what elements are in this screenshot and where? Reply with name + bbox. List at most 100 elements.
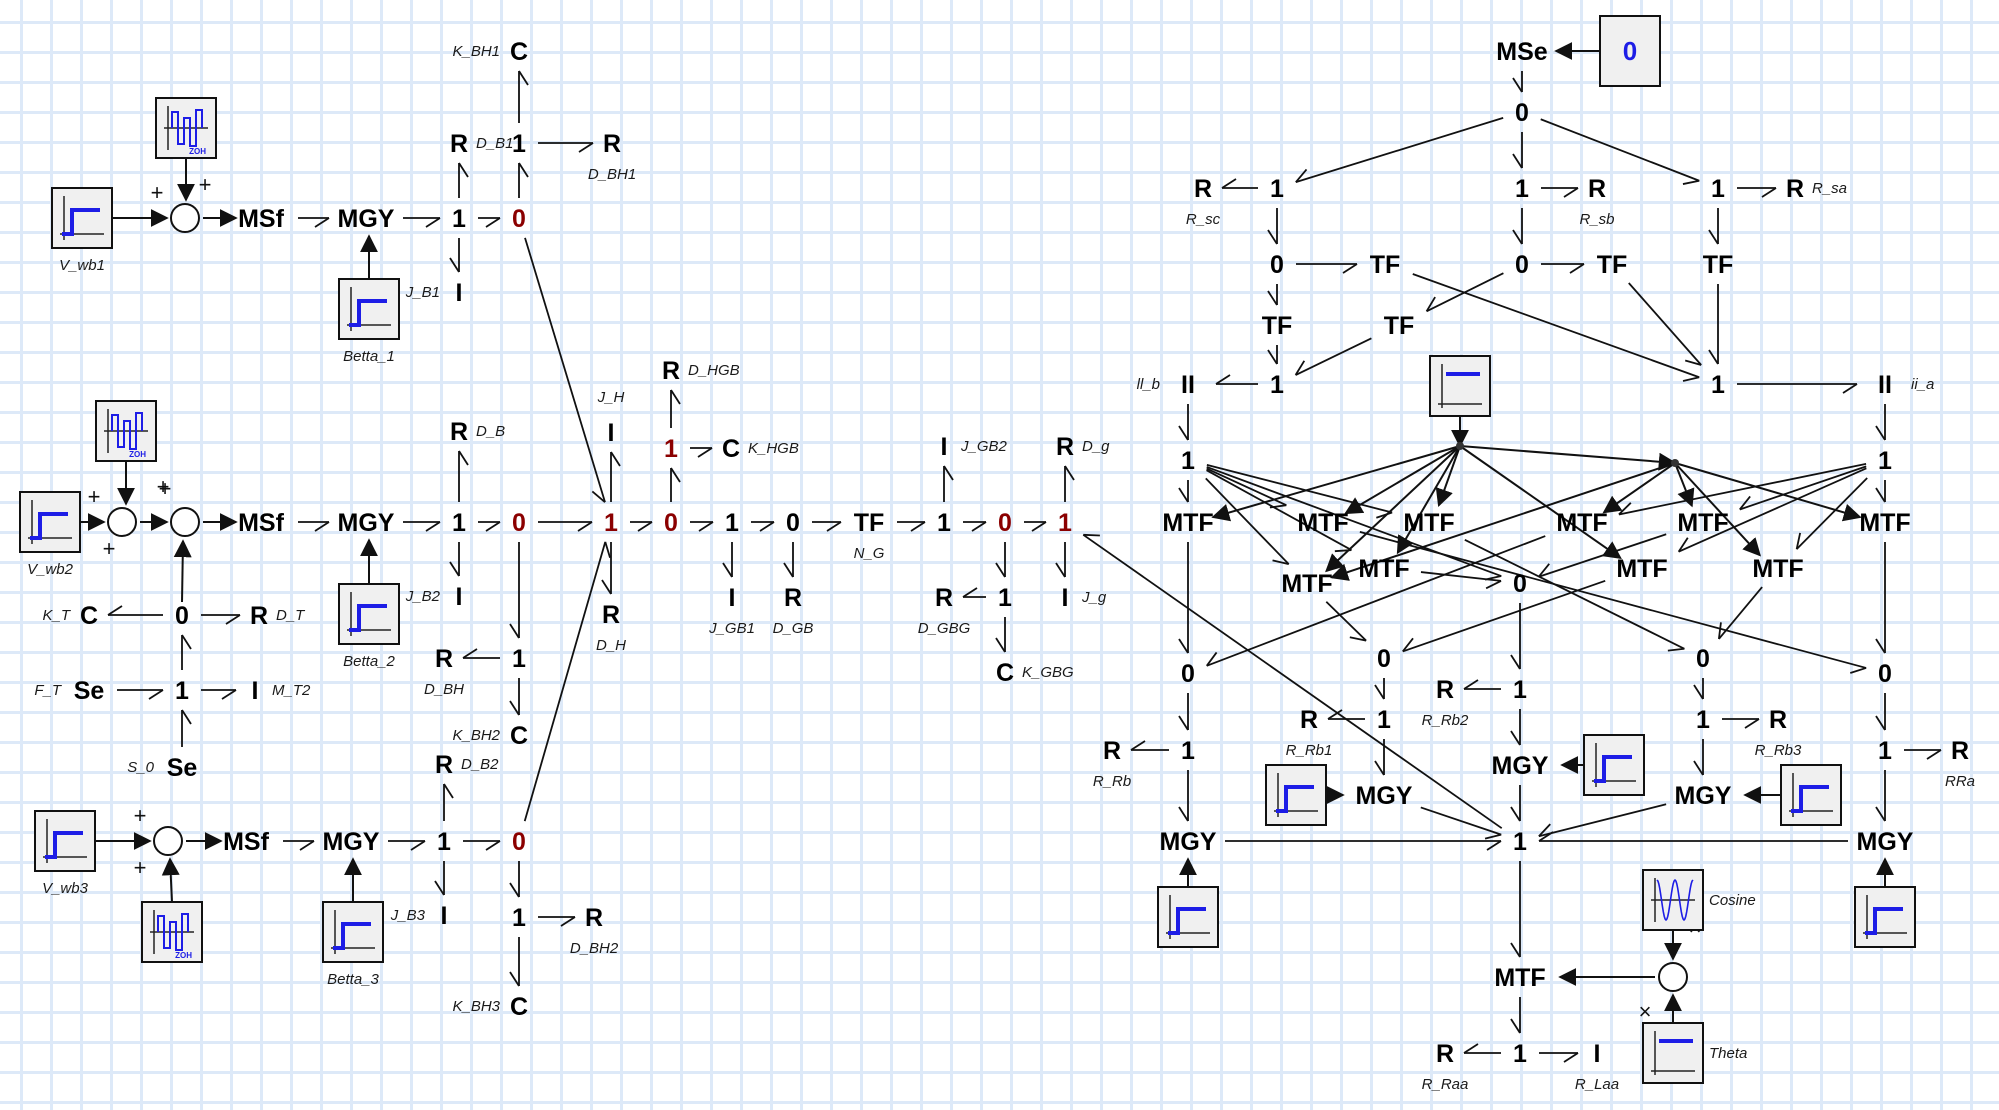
bond[interactable] (670, 389, 681, 428)
bond-graph-element[interactable]: RR_Rb1 (1286, 706, 1333, 759)
bond[interactable] (524, 237, 606, 503)
summation-operator[interactable]: + (88, 484, 137, 537)
bond[interactable] (1739, 465, 1867, 511)
bond[interactable] (463, 840, 501, 851)
bond-graph-element[interactable]: CK_BH1 (452, 38, 528, 66)
bond[interactable] (509, 678, 520, 716)
bond[interactable] (1510, 997, 1521, 1034)
bond[interactable] (478, 217, 501, 228)
bond-graph-element[interactable]: CK_BH3 (452, 993, 528, 1021)
zoh1-block[interactable]: ZOH (155, 97, 217, 159)
bond-graph-element[interactable]: TF (1262, 312, 1293, 340)
bond-graph-element[interactable]: TF (1384, 312, 1415, 340)
bond[interactable] (388, 840, 426, 851)
bond-graph-element[interactable]: 0 (1696, 645, 1710, 673)
bond[interactable] (403, 521, 441, 532)
bond-graph-element[interactable]: MTF (1297, 509, 1348, 537)
bond-graph-element[interactable]: MTF (1616, 555, 1667, 583)
bond[interactable] (1267, 284, 1278, 306)
bond-graph-element[interactable]: 0 (175, 602, 189, 630)
bond-graph-element[interactable]: MGY (1675, 782, 1732, 810)
bond-graph-element[interactable]: 1 (512, 645, 526, 673)
bond[interactable] (181, 634, 192, 670)
bond-graph-element[interactable]: 0 (664, 509, 678, 537)
bond-graph-element[interactable]: IJ_B1 (405, 279, 463, 307)
step3-block[interactable]: V_wb3 (34, 810, 96, 897)
bond[interactable] (449, 238, 460, 273)
bond-graph-element[interactable]: 1 (1513, 828, 1527, 856)
bond[interactable] (1693, 739, 1704, 776)
bond-graph-element[interactable]: 0 (1377, 645, 1391, 673)
bond[interactable] (1178, 770, 1189, 822)
stepM1-block[interactable] (1265, 764, 1327, 826)
bond-graph-element[interactable]: 1 (512, 130, 526, 158)
bond[interactable] (181, 709, 192, 747)
bond[interactable] (1206, 535, 1546, 667)
bond[interactable] (1267, 208, 1278, 245)
bond[interactable] (1374, 678, 1385, 700)
bond-graph-element[interactable]: MSf (238, 205, 285, 233)
bond[interactable] (783, 542, 794, 578)
bond-graph-element[interactable]: 1 (1513, 1040, 1527, 1068)
bond-graph-element[interactable]: 0 (1270, 251, 1284, 279)
bond-graph-element[interactable]: 1 (437, 828, 451, 856)
bond[interactable] (509, 542, 520, 639)
betta1-block[interactable]: Betta_1 (338, 278, 400, 365)
bond-graph-element[interactable]: MGY (1356, 782, 1413, 810)
bond-graph-element[interactable]: 1 (512, 904, 526, 932)
bond[interactable] (1875, 693, 1886, 731)
bond[interactable] (1875, 542, 1886, 654)
bond-graph-element[interactable]: IJ_B3 (390, 902, 448, 930)
bond[interactable] (538, 521, 593, 532)
bond[interactable] (283, 840, 315, 851)
bond[interactable] (1082, 533, 1503, 829)
bond[interactable] (1538, 831, 1848, 842)
bond-graph-element[interactable]: TF (1703, 251, 1734, 279)
bond[interactable] (458, 450, 469, 502)
bond-graph-element[interactable]: CK_T (42, 602, 98, 630)
bond-graph-element[interactable]: 1 (1878, 737, 1892, 765)
betta2-block[interactable]: Betta_2 (338, 583, 400, 670)
bond-graph-element[interactable]: 1 (725, 509, 739, 537)
bond[interactable] (1904, 749, 1942, 760)
bond[interactable] (458, 162, 469, 198)
bond[interactable] (523, 541, 611, 822)
bond[interactable] (403, 217, 441, 228)
bond-graph-element[interactable]: RR_Rb3 (1755, 706, 1802, 759)
bond-graph-element[interactable]: 1 (1513, 676, 1527, 704)
bond[interactable] (1510, 709, 1521, 746)
bond[interactable] (963, 521, 987, 532)
bond[interactable] (1737, 383, 1858, 394)
bond[interactable] (107, 605, 163, 616)
bond-graph-element[interactable]: MTF (1752, 555, 1803, 583)
bond-graph-element[interactable]: 1 (1181, 447, 1195, 475)
bond[interactable] (1325, 601, 1367, 642)
step1-block[interactable]: V_wb1 (51, 187, 113, 274)
bond[interactable] (690, 521, 714, 532)
bond[interactable] (518, 70, 529, 123)
bond[interactable] (1205, 477, 1290, 566)
bond[interactable] (1677, 467, 1867, 553)
summation-operator[interactable]: ×× (1639, 915, 1702, 1024)
bond-graph-element[interactable]: MTF (1403, 509, 1454, 537)
bond-graph-element[interactable]: 1 (998, 584, 1012, 612)
bond[interactable] (812, 521, 842, 532)
bond-graph-element[interactable]: MTF (1281, 570, 1332, 598)
bond[interactable] (1296, 263, 1358, 274)
bond[interactable] (1708, 208, 1719, 245)
bond-graph-element[interactable]: MTF (1494, 964, 1545, 992)
bond-graph-element[interactable]: MGY (1160, 828, 1217, 856)
bond[interactable] (1875, 770, 1886, 822)
stepL-block[interactable] (1157, 886, 1219, 948)
bond[interactable] (995, 542, 1006, 578)
bond-graph-element[interactable]: 1 (1711, 371, 1725, 399)
bond[interactable] (1178, 693, 1189, 731)
bond-graph-element[interactable]: 1 (1377, 706, 1391, 734)
